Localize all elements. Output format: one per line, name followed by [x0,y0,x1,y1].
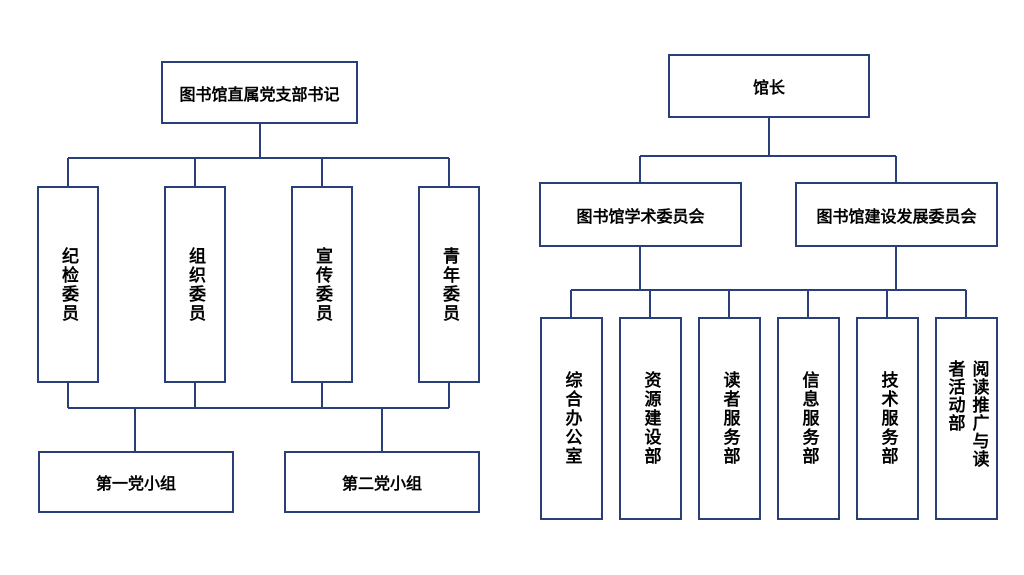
academic-committee-box: 图书馆学术委员会 [539,182,742,247]
resource-dept-label: 资源建设部 [640,371,661,466]
reader-service-dept-label: 读者服务部 [719,371,740,466]
publicity-member-box: 宣传委员 [291,186,353,383]
organization-member-label: 组织委员 [185,246,205,323]
reader-service-dept-box: 读者服务部 [698,317,761,520]
development-committee-box: 图书馆建设发展委员会 [795,182,998,247]
party-group-1-box: 第一党小组 [38,451,234,513]
party-branch-secretary-label: 图书馆直属党支部书记 [179,84,340,104]
reading-promotion-dept-box: 阅读推广与读者活动部 [935,317,998,520]
resource-dept-box: 资源建设部 [619,317,682,520]
publicity-member-label: 宣传委员 [312,246,332,323]
party-branch-secretary-box: 图书馆直属党支部书记 [161,61,358,124]
discipline-member-label: 纪检委员 [58,246,78,323]
party-group-1-label: 第一党小组 [95,474,176,493]
technical-service-dept-label: 技术服务部 [877,371,898,466]
information-service-dept-label: 信息服务部 [798,371,819,466]
organization-member-box: 组织委员 [164,186,226,383]
youth-member-label: 青年委员 [439,246,459,323]
development-committee-label: 图书馆建设发展委员会 [816,206,977,226]
party-group-2-box: 第二党小组 [284,451,480,513]
party-group-2-label: 第二党小组 [341,474,422,493]
information-service-dept-box: 信息服务部 [777,317,840,520]
youth-member-box: 青年委员 [418,186,480,383]
discipline-member-box: 纪检委员 [37,186,99,383]
director-label: 馆长 [752,78,785,97]
reading-promotion-dept-label: 阅读推广与读者活动部 [944,359,989,468]
general-office-box: 综合办公室 [540,317,603,520]
academic-committee-label: 图书馆学术委员会 [576,206,705,226]
director-box: 馆长 [668,54,870,118]
general-office-label: 综合办公室 [561,371,582,466]
technical-service-dept-box: 技术服务部 [856,317,919,520]
